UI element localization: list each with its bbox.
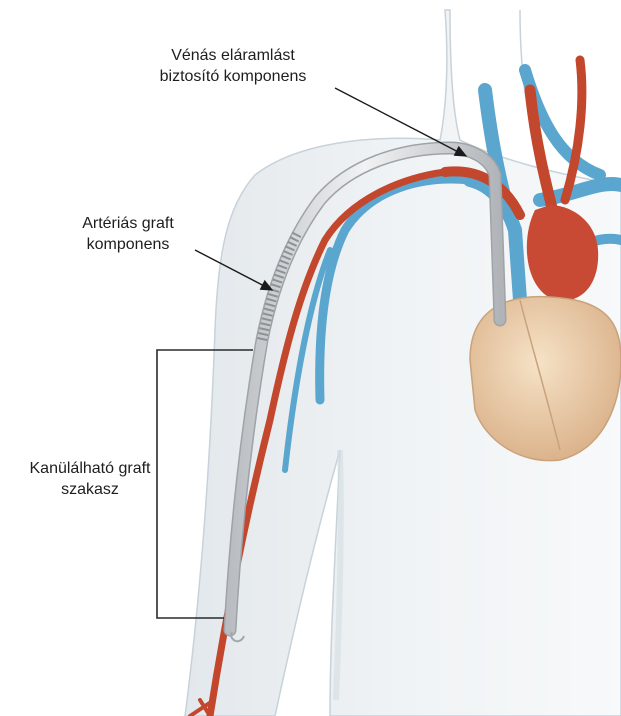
venous-outflow-label-line2: biztosító komponens bbox=[138, 66, 328, 87]
venous-outflow-label-line1: Vénás eláramlást bbox=[138, 45, 328, 66]
cannulation-segment-label-line1: Kanülálható graft bbox=[0, 458, 180, 479]
venous-outflow-label: Vénás eláramlást biztosító komponens bbox=[138, 45, 328, 87]
arterial-graft-label: Artériás graft komponens bbox=[60, 213, 196, 255]
cannulation-segment-label: Kanülálható graft szakasz bbox=[0, 458, 180, 500]
cannulation-segment-label-line2: szakasz bbox=[0, 479, 180, 500]
arterial-graft-label-line1: Artériás graft bbox=[60, 213, 196, 234]
arterial-graft-label-line2: komponens bbox=[60, 234, 196, 255]
